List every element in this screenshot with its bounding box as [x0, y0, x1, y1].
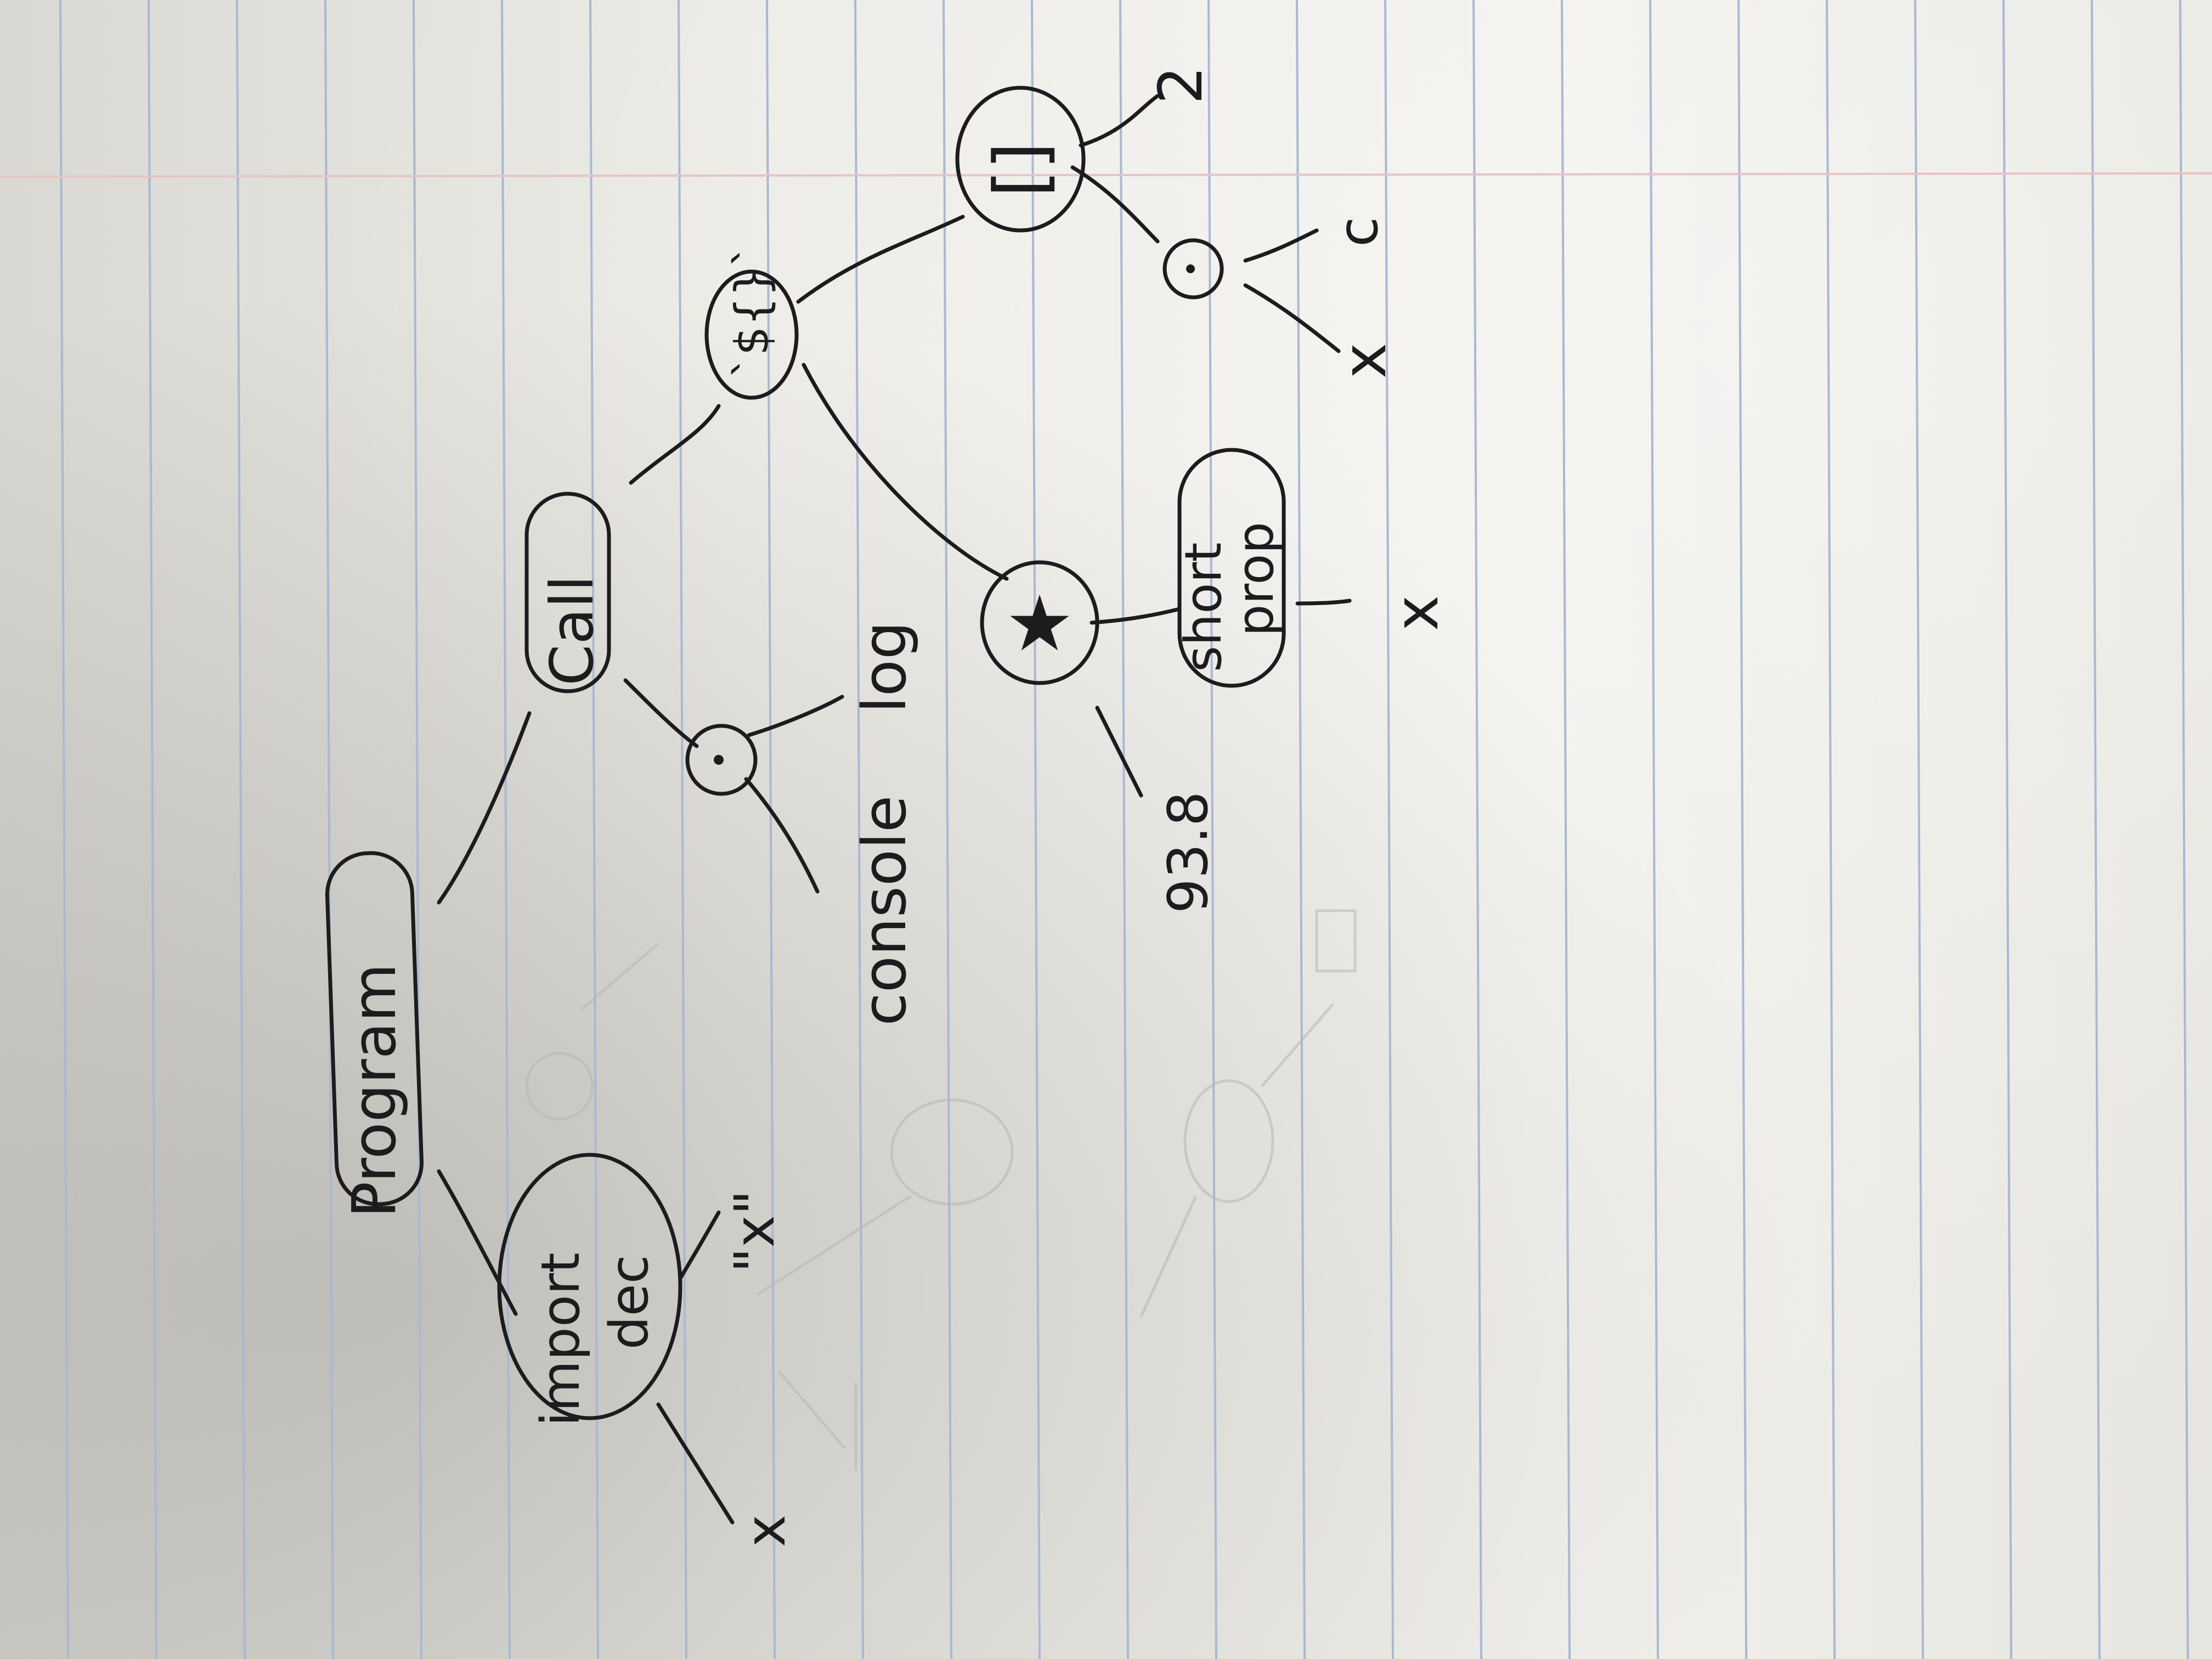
- leaf-log: log: [849, 621, 919, 713]
- node-call: Call: [524, 492, 611, 693]
- leaf-index-2: 2: [1146, 66, 1216, 104]
- ruled-line: [413, 0, 422, 1659]
- ruled-line: [2179, 0, 2189, 1659]
- shortprop-label-line1: short: [1174, 543, 1233, 672]
- ruled-line: [1472, 0, 1482, 1659]
- leaf-import-x: x: [733, 1515, 798, 1547]
- ruled-line: [2091, 0, 2101, 1659]
- edge-template-subscript: [796, 215, 965, 304]
- ruled-line: [678, 0, 687, 1659]
- ruled-line: [501, 0, 511, 1659]
- edge-shortprop-x: [1295, 599, 1352, 606]
- ruled-line: [1649, 0, 1659, 1659]
- edge-dot-console: [744, 777, 820, 894]
- edge-subscript-dot: [1070, 165, 1160, 244]
- node-star: ★: [980, 560, 1099, 685]
- node-template-literal: `${}`: [704, 245, 799, 400]
- edge-import-x: [656, 1402, 735, 1525]
- shortprop-label-line2: prop: [1226, 522, 1285, 636]
- edge-dot-log: [747, 695, 844, 737]
- subscript-label: []: [979, 142, 1062, 198]
- edge-star-shortprop: [1090, 607, 1182, 625]
- star-label: ★: [1005, 579, 1074, 669]
- margin-line: [0, 172, 2212, 178]
- import-label-line2: dec: [599, 1255, 660, 1350]
- ruled-line: [854, 0, 864, 1659]
- bleed-through-marks: [525, 909, 1357, 1470]
- import-label-line1: import: [530, 1252, 591, 1426]
- edge-program-import: [437, 1169, 518, 1316]
- tree-leaves: x "x" console log 93.8 x x c 2: [723, 66, 1452, 1547]
- ruled-line: [1031, 0, 1041, 1659]
- ruled-line: [324, 0, 334, 1659]
- edge-template-star: [802, 363, 1009, 581]
- edge-call-template: [629, 404, 721, 485]
- leaf-import-string: "x": [723, 1190, 787, 1273]
- ruled-line: [148, 0, 157, 1659]
- ruled-line: [2002, 0, 2012, 1659]
- leaf-console: console: [849, 795, 919, 1026]
- leaf-number: 93.8: [1156, 791, 1220, 913]
- node-member-x: [1163, 238, 1224, 300]
- ruled-lines: [59, 0, 2189, 1659]
- ruled-line: [1119, 0, 1129, 1659]
- edge-subscript-2: [1079, 94, 1160, 148]
- node-member-console: [685, 724, 758, 796]
- edge-program-call: [437, 711, 532, 905]
- tree-nodes: Program import dec Call `${}` ★: [325, 86, 1286, 1426]
- ruled-line: [1826, 0, 1836, 1659]
- leaf-dot-x: x: [1329, 343, 1400, 379]
- ruled-line: [1737, 0, 1747, 1659]
- node-import-dec: import dec: [497, 1153, 682, 1426]
- program-label: Program: [339, 963, 409, 1218]
- template-label: `${}`: [725, 245, 779, 379]
- ruled-line: [1914, 0, 1924, 1659]
- node-short-prop: short prop: [1174, 448, 1286, 688]
- ruled-line: [59, 0, 69, 1659]
- edge-import-string: [678, 1210, 721, 1280]
- ruled-line: [1296, 0, 1306, 1659]
- ruled-line: [943, 0, 952, 1659]
- leaf-dot-c: c: [1326, 217, 1390, 247]
- leaf-shortprop-x: x: [1381, 595, 1452, 631]
- node-program: Program: [325, 851, 424, 1218]
- edge-star-number: [1095, 706, 1143, 798]
- tree-edges: [437, 94, 1352, 1525]
- edge-dot-x: [1243, 283, 1341, 353]
- ruled-line: [236, 0, 246, 1659]
- edge-call-dot: [623, 678, 699, 748]
- call-label: Call: [538, 575, 607, 686]
- node-subscript: []: [955, 86, 1086, 233]
- edge-dot-c: [1243, 228, 1319, 263]
- ruled-line: [1561, 0, 1571, 1659]
- ruled-line: [1207, 0, 1217, 1659]
- ruled-line: [589, 0, 599, 1659]
- ruled-line: [1384, 0, 1394, 1659]
